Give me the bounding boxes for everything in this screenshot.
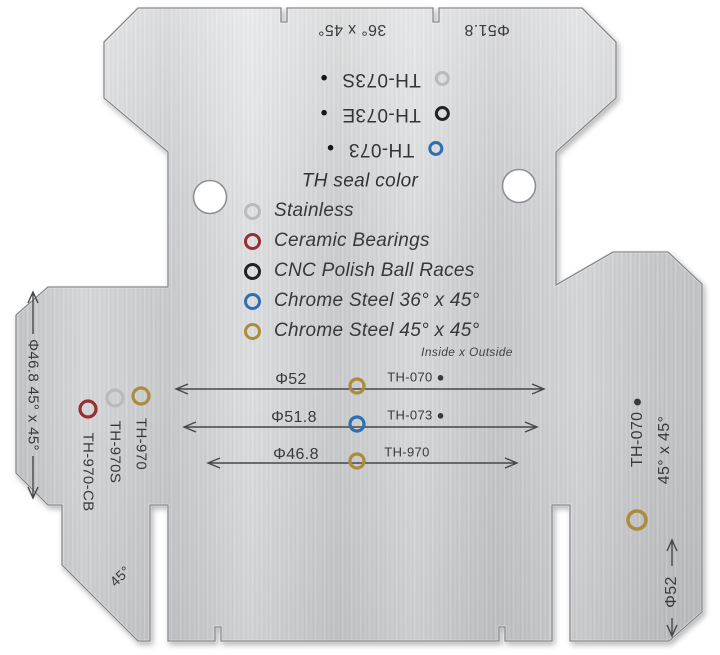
legend-item-stainless: Stainless (244, 200, 354, 222)
left-model-ring-970cb (78, 399, 98, 419)
legend-ring (244, 202, 261, 220)
dimension-arrow-52 (174, 383, 546, 395)
legend-label: Chrome Steel 36° x 45° (274, 290, 480, 311)
indicator-dot: ● (320, 71, 329, 87)
legend-item-cnc: CNC Polish Ball Races (244, 260, 475, 282)
model-row-th073s: TH-073S ● (320, 68, 450, 90)
top-angle-label: 36° x 45° (317, 21, 387, 38)
model-label: TH-073E (342, 104, 421, 125)
legend-label: CNC Polish Ball Races (274, 260, 475, 281)
dimension-ring-51-8 (348, 415, 366, 433)
left-dimension-label: Φ46.8 45° x 45° (24, 339, 42, 451)
seal-color-ring (434, 71, 450, 87)
dimension-ring-52 (348, 377, 366, 395)
dimension-model-label-th073: TH-073 ● (387, 407, 445, 423)
right-model-label: TH-070 ● (629, 396, 646, 468)
left-model-label-970s: TH-970S (106, 420, 124, 484)
dimension-model-label-th070: TH-070 ● (387, 369, 445, 385)
legend-item-ceramic: Ceramic Bearings (244, 230, 430, 252)
mounting-hole-right (501, 168, 537, 204)
legend-item-chrome-36: Chrome Steel 36° x 45° (244, 290, 480, 312)
dimension-dia-label-52: Φ52 (275, 371, 307, 388)
legend-item-chrome-45: Chrome Steel 45° x 45° (244, 320, 480, 342)
legend-label: Chrome Steel 45° x 45° (274, 320, 480, 341)
legend-ring (244, 262, 261, 280)
dimension-dia-label-46-8: Φ46.8 (273, 446, 319, 463)
right-dimension-label: Φ52 (663, 576, 680, 608)
dimension-dia-label-51-8: Φ51.8 (271, 409, 317, 426)
model-row-th073e: TH-073E ● (320, 103, 450, 125)
left-model-label-970: TH-970 (132, 417, 150, 471)
legend-ring (244, 292, 261, 310)
dimension-model-label-th970: TH-970 (384, 444, 430, 460)
left-dimension-arrow (27, 290, 39, 500)
legend-label: Stainless (274, 200, 354, 221)
seal-color-ring (428, 141, 444, 157)
mounting-hole-left (192, 179, 228, 215)
legend-ring (244, 322, 261, 340)
legend-footnote: Inside x Outside (421, 345, 513, 359)
left-model-ring-970 (131, 386, 151, 406)
right-model-ring (626, 509, 648, 531)
legend-title: TH seal color (301, 170, 419, 192)
left-model-ring-970s (105, 388, 125, 408)
seal-color-ring (434, 106, 450, 122)
model-label: TH-073 (348, 139, 415, 160)
indicator-dot: ● (326, 141, 335, 157)
top-dia-label: Φ51.8 (464, 21, 510, 38)
right-dimension-arrow (666, 538, 678, 638)
model-row-th073: TH-073 ● (327, 138, 444, 160)
right-angle-label: 45° x 45° (656, 415, 673, 485)
legend-label: Ceramic Bearings (274, 230, 430, 251)
model-label: TH-073S (342, 69, 421, 90)
dimension-arrow-51-8 (182, 421, 539, 433)
legend-ring (244, 232, 261, 250)
indicator-dot: ● (320, 106, 329, 122)
left-model-label-970cb: TH-970-CB (79, 432, 97, 512)
dimension-ring-46-8 (348, 452, 366, 470)
